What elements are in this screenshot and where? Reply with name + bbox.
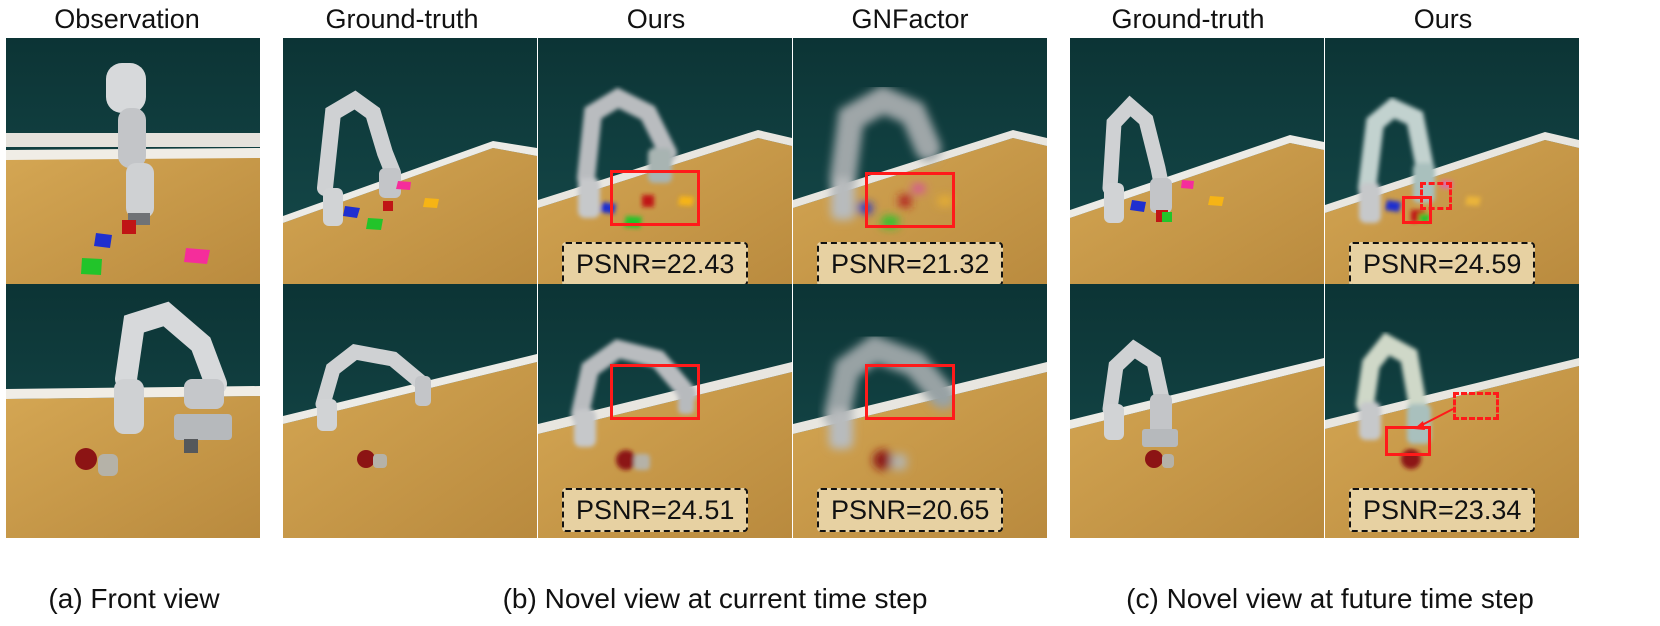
highlight-box: [1402, 196, 1432, 224]
observation-front-view-row1: [6, 38, 260, 292]
psnr-label: PSNR=22.43: [562, 242, 749, 286]
column-title-gnfactor: GNFactor: [851, 4, 969, 34]
ours-current-row1: PSNR=22.43: [538, 38, 792, 292]
column-title-observation: Observation: [54, 4, 200, 34]
gnfactor-row1: PSNR=21.32: [793, 38, 1047, 292]
ground-truth-future-row1: [1070, 38, 1324, 292]
highlight-box: [1385, 426, 1431, 456]
psnr-label: PSNR=24.59: [1349, 242, 1536, 286]
psnr-label: PSNR=24.51: [562, 488, 749, 532]
psnr-label: PSNR=23.34: [1349, 488, 1536, 532]
column-title-ours-current: Ours: [626, 4, 686, 34]
highlight-box-dashed: [1453, 392, 1499, 420]
caption-c: (c) Novel view at future time step: [1126, 583, 1534, 614]
column-title-ground-truth-future: Ground-truth: [1111, 4, 1265, 34]
highlight-box: [865, 364, 955, 420]
highlight-box: [610, 364, 700, 420]
ours-future-row1: PSNR=24.59: [1325, 38, 1579, 292]
column-title-ours-future: Ours: [1413, 4, 1473, 34]
observation-front-view-row2: [6, 284, 260, 538]
ground-truth-current-row2: [283, 284, 537, 538]
ours-future-row2: PSNR=23.34: [1325, 284, 1579, 538]
ground-truth-future-row2: [1070, 284, 1324, 538]
psnr-label: PSNR=20.65: [817, 488, 1004, 532]
ours-current-row2: PSNR=24.51: [538, 284, 792, 538]
highlight-box: [610, 170, 700, 226]
column-title-ground-truth-current: Ground-truth: [325, 4, 479, 34]
psnr-label: PSNR=21.32: [817, 242, 1004, 286]
highlight-box: [865, 172, 955, 228]
highlight-box-dashed: [1420, 182, 1452, 210]
caption-a: (a) Front view: [48, 583, 220, 614]
gnfactor-row2: PSNR=20.65: [793, 284, 1047, 538]
ground-truth-current-row1: [283, 38, 537, 292]
caption-b: (b) Novel view at current time step: [502, 583, 928, 614]
